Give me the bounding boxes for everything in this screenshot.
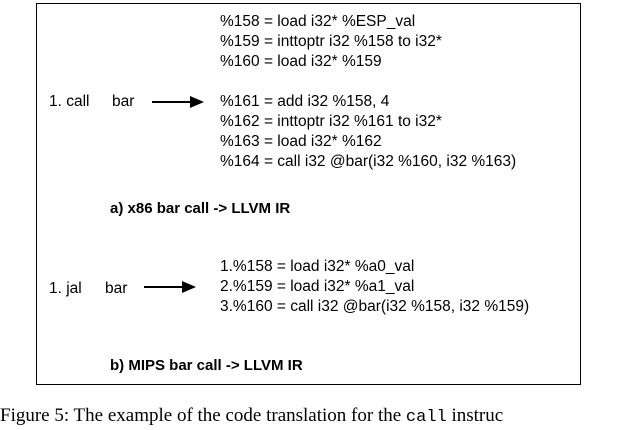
mips-arrow-icon <box>144 281 196 293</box>
mips-instruction-operand: bar <box>105 280 128 297</box>
code-line: %163 = load i32* %162 <box>220 133 382 150</box>
x86-section-caption: a) x86 bar call -> LLVM IR <box>110 200 291 217</box>
figure-caption-code: call <box>405 408 447 427</box>
x86-arrow-icon <box>152 96 204 108</box>
code-line: %164 = call i32 @bar(i32 %160, i32 %163) <box>220 153 517 170</box>
figure-caption-text: Figure 5: The example of the code transl… <box>0 405 406 426</box>
code-line: %161 = add i32 %158, 4 <box>220 93 390 110</box>
mips-section-caption: b) MIPS bar call -> LLVM IR <box>110 357 303 374</box>
code-line: %160 = load i32* %159 <box>220 53 382 70</box>
figure-caption: Figure 5: The example of the code transl… <box>0 404 503 430</box>
x86-instruction-operand: bar <box>112 93 135 110</box>
code-line: 2.%159 = load i32* %a1_val <box>220 278 415 295</box>
figure-caption-suffix: instruc <box>446 405 504 426</box>
mips-instruction-label: 1. jal <box>49 280 82 297</box>
code-line: 1.%158 = load i32* %a0_val <box>220 258 415 275</box>
code-line: %158 = load i32* %ESP_val <box>220 13 416 30</box>
x86-instruction-label: 1. call <box>49 93 90 110</box>
code-line: 3.%160 = call i32 @bar(i32 %158, i32 %15… <box>220 298 530 315</box>
figure-frame <box>36 3 581 385</box>
code-line: %159 = inttoptr i32 %158 to i32* <box>220 33 442 50</box>
code-line: %162 = inttoptr i32 %161 to i32* <box>220 113 442 130</box>
